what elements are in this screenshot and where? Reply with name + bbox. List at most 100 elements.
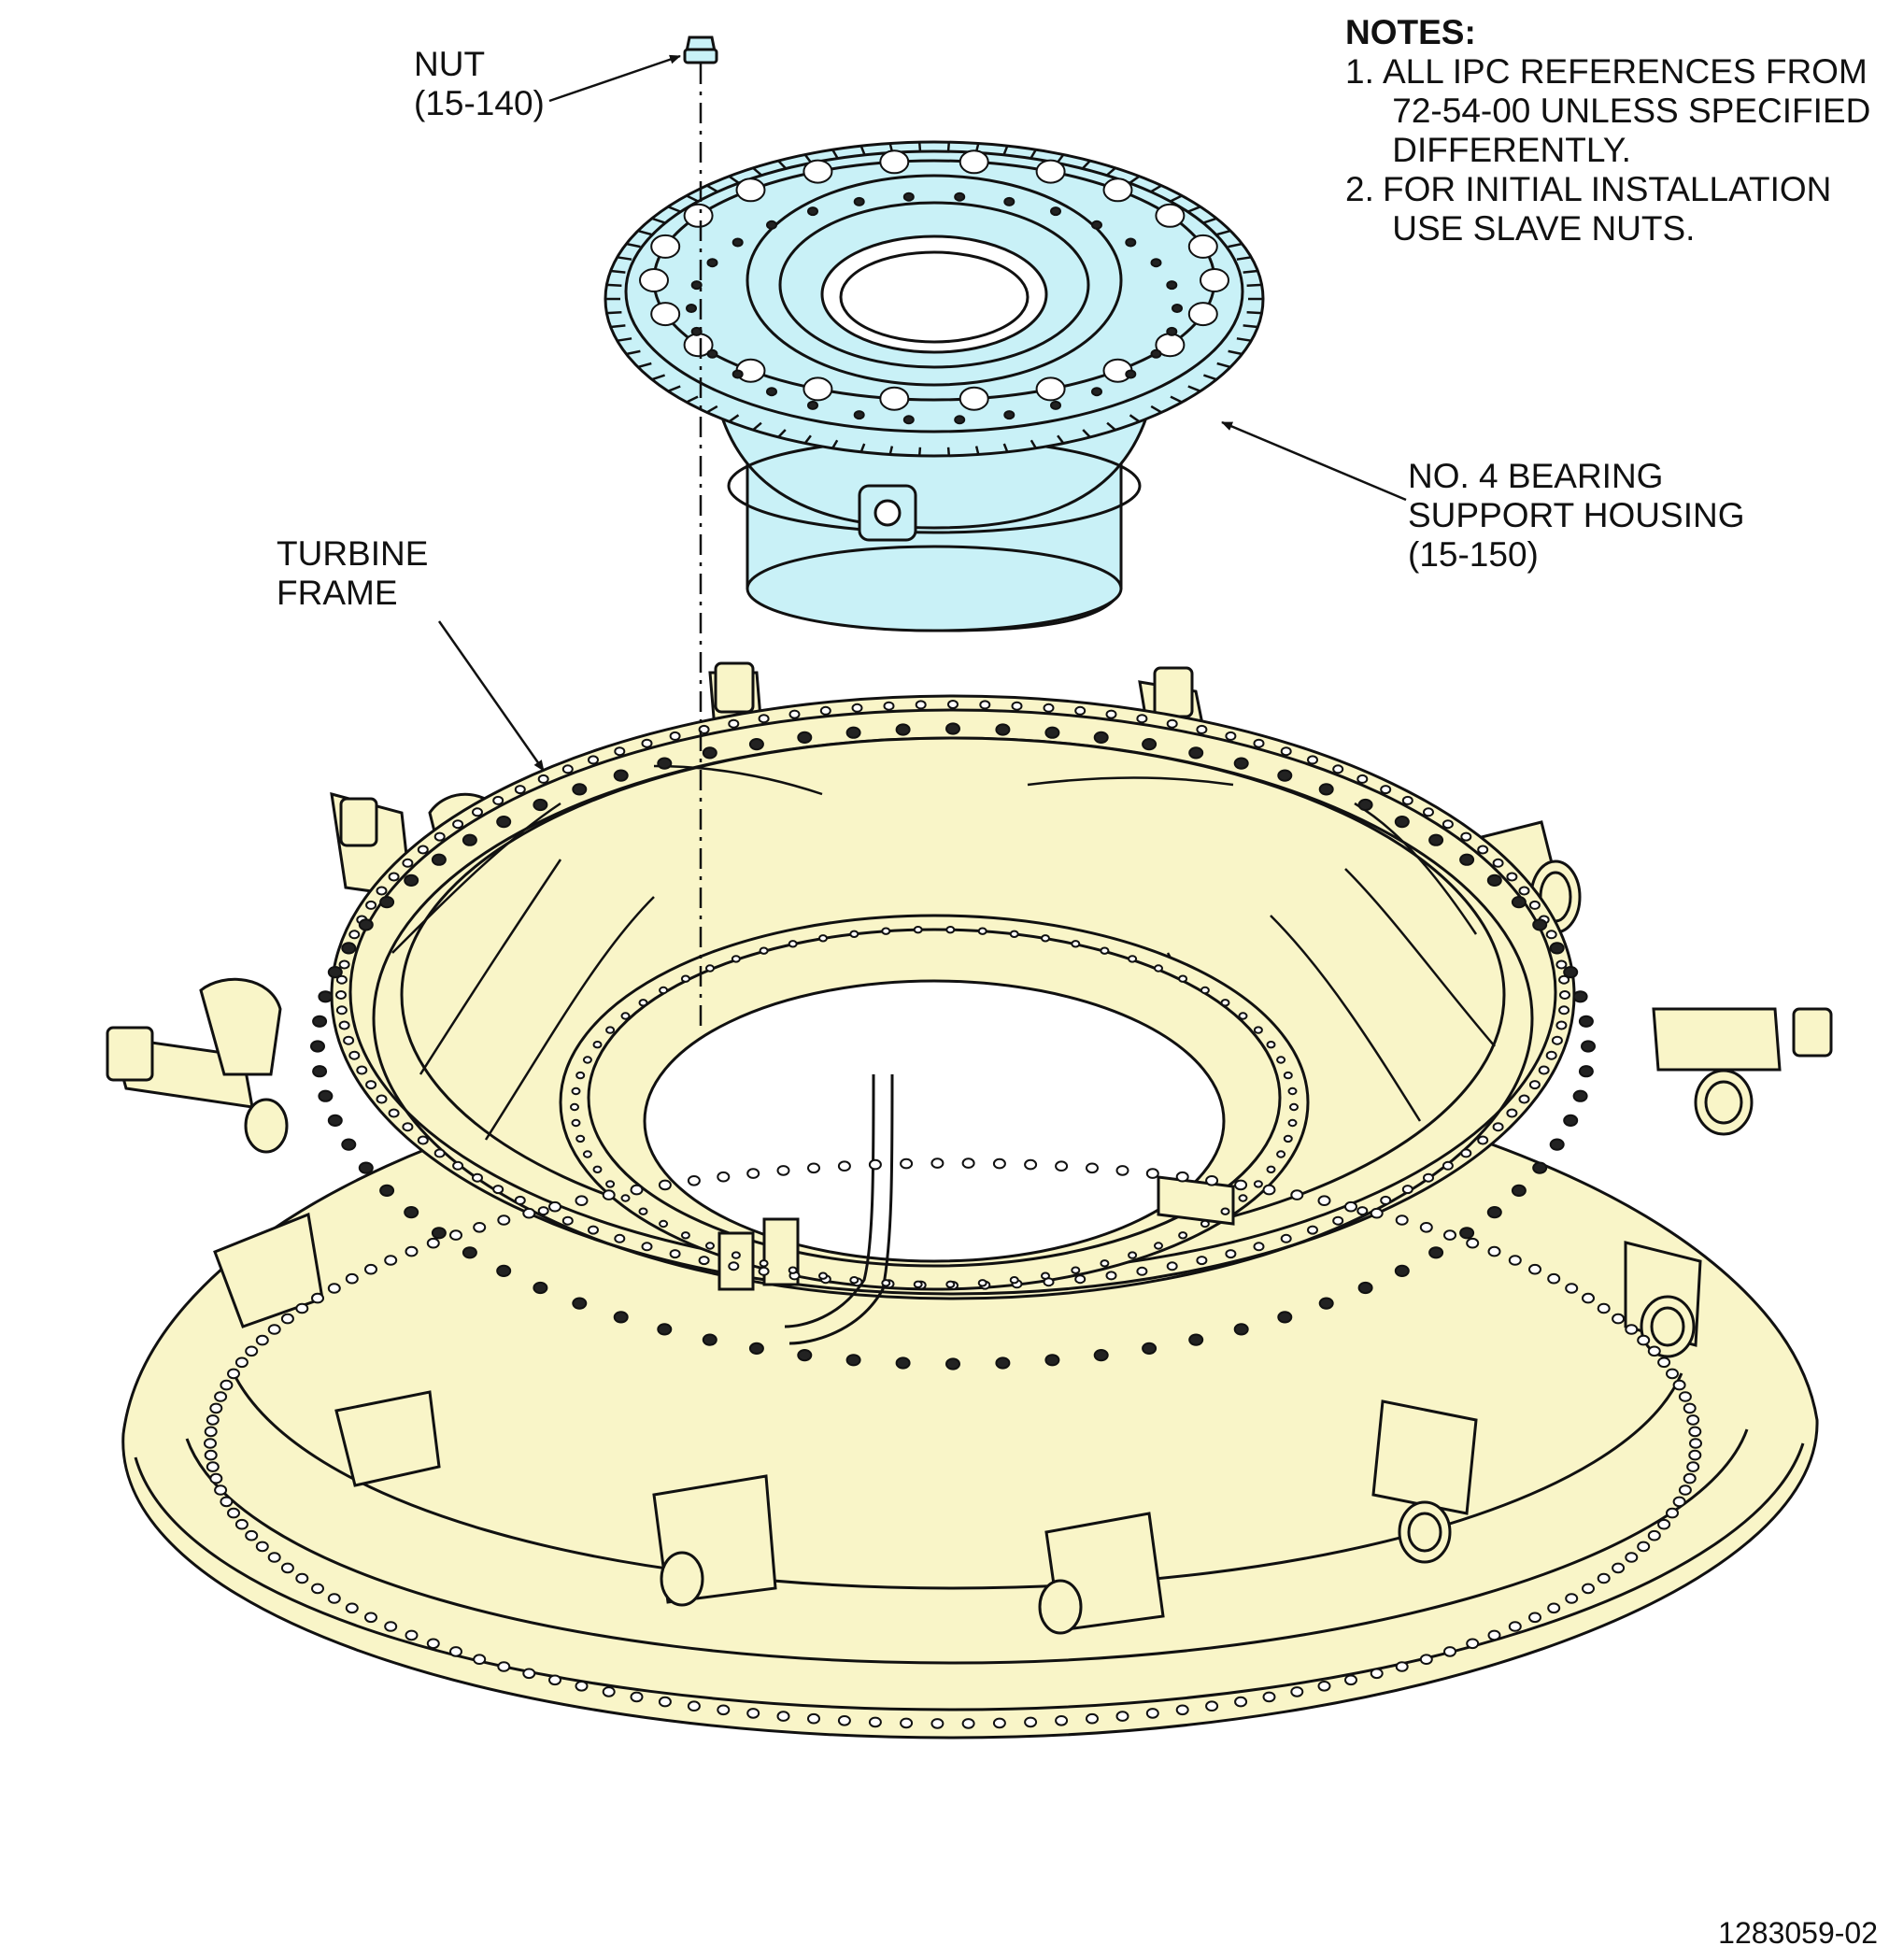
inner-ring-stud xyxy=(1289,1102,1299,1112)
frame-bolt-head xyxy=(1357,798,1373,812)
housing-flange-tooth xyxy=(1057,153,1065,163)
rim-bolt-hole xyxy=(687,1175,701,1186)
rim-bolt-hole xyxy=(658,1179,672,1191)
rim-bolt-hole xyxy=(868,1158,882,1171)
housing-flange-tooth xyxy=(728,414,740,423)
flange-bolt-hole xyxy=(1196,1256,1208,1266)
frame-bolt-head xyxy=(1532,1161,1548,1174)
rim-bolt-hole xyxy=(1115,1165,1129,1176)
note-line: DIFFERENTLY. xyxy=(1392,131,1631,169)
housing-bolt-head xyxy=(807,206,818,217)
rim-bolt-hole xyxy=(384,1621,398,1632)
inner-ring-stud xyxy=(759,946,769,955)
housing-flange-tooth xyxy=(606,311,622,315)
rim-bolt-hole xyxy=(1689,1438,1702,1449)
rim-bolt-hole xyxy=(204,1426,218,1438)
note-text: ALL IPC REFERENCES FROM 72-54-00 UNLESS … xyxy=(1383,52,1870,170)
housing-bolt-head xyxy=(731,237,744,248)
rim-bolt-hole xyxy=(1582,1292,1595,1304)
inner-ring-stud xyxy=(1100,1259,1110,1268)
inner-ring-stud xyxy=(731,955,741,963)
flange-bolt-hole xyxy=(561,1215,574,1226)
flange-bolt-hole xyxy=(1442,1160,1454,1171)
flange-bolt-hole xyxy=(1166,1261,1178,1271)
rim-bolt-hole xyxy=(280,1562,294,1574)
flange-bolt-hole xyxy=(1332,1215,1344,1226)
flange-bolt-hole xyxy=(343,1035,355,1045)
flange-bolt-hole xyxy=(1545,1050,1557,1060)
inner-ring-stud xyxy=(1238,1012,1248,1020)
flange-bolt-hole xyxy=(1105,709,1117,719)
housing-flange-tooth xyxy=(859,443,866,453)
housing-bolt-head xyxy=(853,196,865,206)
housing-flange-hole xyxy=(639,268,669,292)
frame-bolt-head xyxy=(1277,1311,1293,1324)
rim-bolt-hole xyxy=(384,1255,398,1266)
housing-bolt-head xyxy=(1091,220,1102,230)
frame-bolt-head xyxy=(341,1138,357,1151)
flange-bolt-hole xyxy=(376,1094,388,1104)
rim-bolt-hole xyxy=(1688,1449,1702,1461)
housing-flange-hole xyxy=(1155,203,1186,228)
flange-bolt-hole xyxy=(1492,858,1504,868)
rim-bolt-hole xyxy=(1637,1334,1651,1346)
frame-bolt-head xyxy=(1486,1206,1502,1219)
rim-bolt-hole xyxy=(1317,1681,1331,1692)
notes-block: NOTES: 1. ALL IPC REFERENCES FROM 72-54-… xyxy=(1345,13,1870,249)
rim-bolt-hole xyxy=(807,1162,820,1174)
housing-hole-pattern xyxy=(639,149,1229,425)
flange-bolt-hole xyxy=(1460,831,1472,842)
housing-flange-tooth xyxy=(610,269,626,274)
frame-bolt-head xyxy=(431,853,447,866)
rim-bolt-hole xyxy=(717,1704,731,1716)
frame-bolt-head xyxy=(1549,942,1565,955)
housing-bolt-head xyxy=(1050,400,1061,410)
rim-bolt-hole xyxy=(602,1189,616,1200)
rim-bolt-hole xyxy=(311,1583,324,1595)
rim-bolt-hole xyxy=(776,1711,790,1722)
frame-bolt-head xyxy=(1233,757,1249,770)
rim-bolt-hole xyxy=(449,1229,462,1241)
rim-bolt-hole xyxy=(1597,1572,1611,1584)
flange-bolt-hole xyxy=(1225,1249,1237,1259)
flange-bolt-hole xyxy=(947,700,959,709)
rim-bolt-hole xyxy=(1657,1518,1671,1530)
flange-bolt-hole xyxy=(388,1108,400,1118)
flange-bolt-hole xyxy=(1356,1206,1369,1216)
housing-flange-hole xyxy=(879,149,910,175)
frame-bolt-head xyxy=(1142,738,1158,751)
frame-callout-line2: FRAME xyxy=(277,574,398,612)
frame-bolt-head xyxy=(462,833,477,846)
flange-bolt-hole xyxy=(588,1225,599,1235)
frame-bolt-head xyxy=(341,942,357,955)
frame-bolt-head xyxy=(995,723,1011,736)
flange-bolt-hole xyxy=(376,886,388,896)
rim-bolt-hole xyxy=(1547,1272,1561,1285)
rim-bolt-hole xyxy=(1175,1171,1189,1183)
rim-bolt-hole xyxy=(1344,1200,1357,1213)
rim-bolt-hole xyxy=(548,1674,561,1686)
housing-flange-tooth xyxy=(1082,429,1091,438)
inner-ring-stud xyxy=(1220,999,1230,1007)
frame-bolt-head xyxy=(748,1342,764,1356)
housing-flange-tooth xyxy=(610,324,626,329)
housing-bolt-head xyxy=(902,415,915,425)
housing-flange-tooth xyxy=(1216,362,1231,369)
rim-bolt-hole xyxy=(345,1272,359,1285)
inner-ring-stud xyxy=(1253,1026,1263,1034)
housing-flange-tooth xyxy=(1228,242,1243,249)
rim-bolt-hole xyxy=(1024,1158,1038,1171)
rim-bolt-hole xyxy=(658,1696,672,1708)
flange-bolt-hole xyxy=(915,700,927,710)
inner-ring-stud xyxy=(638,999,648,1007)
rim-bolt-hole xyxy=(1487,1629,1501,1641)
flange-bolt-hole xyxy=(348,1050,361,1060)
housing-flange-tooth xyxy=(728,175,740,184)
flange-bolt-hole xyxy=(1011,701,1023,711)
flange-bolt-hole xyxy=(588,755,599,765)
housing-flange-tooth xyxy=(1216,229,1231,236)
frame-bolt-head xyxy=(1572,990,1588,1003)
flange-bolt-hole xyxy=(452,819,464,830)
rim-bolt-hole xyxy=(630,1184,644,1196)
inner-ring-stud xyxy=(849,1276,859,1285)
